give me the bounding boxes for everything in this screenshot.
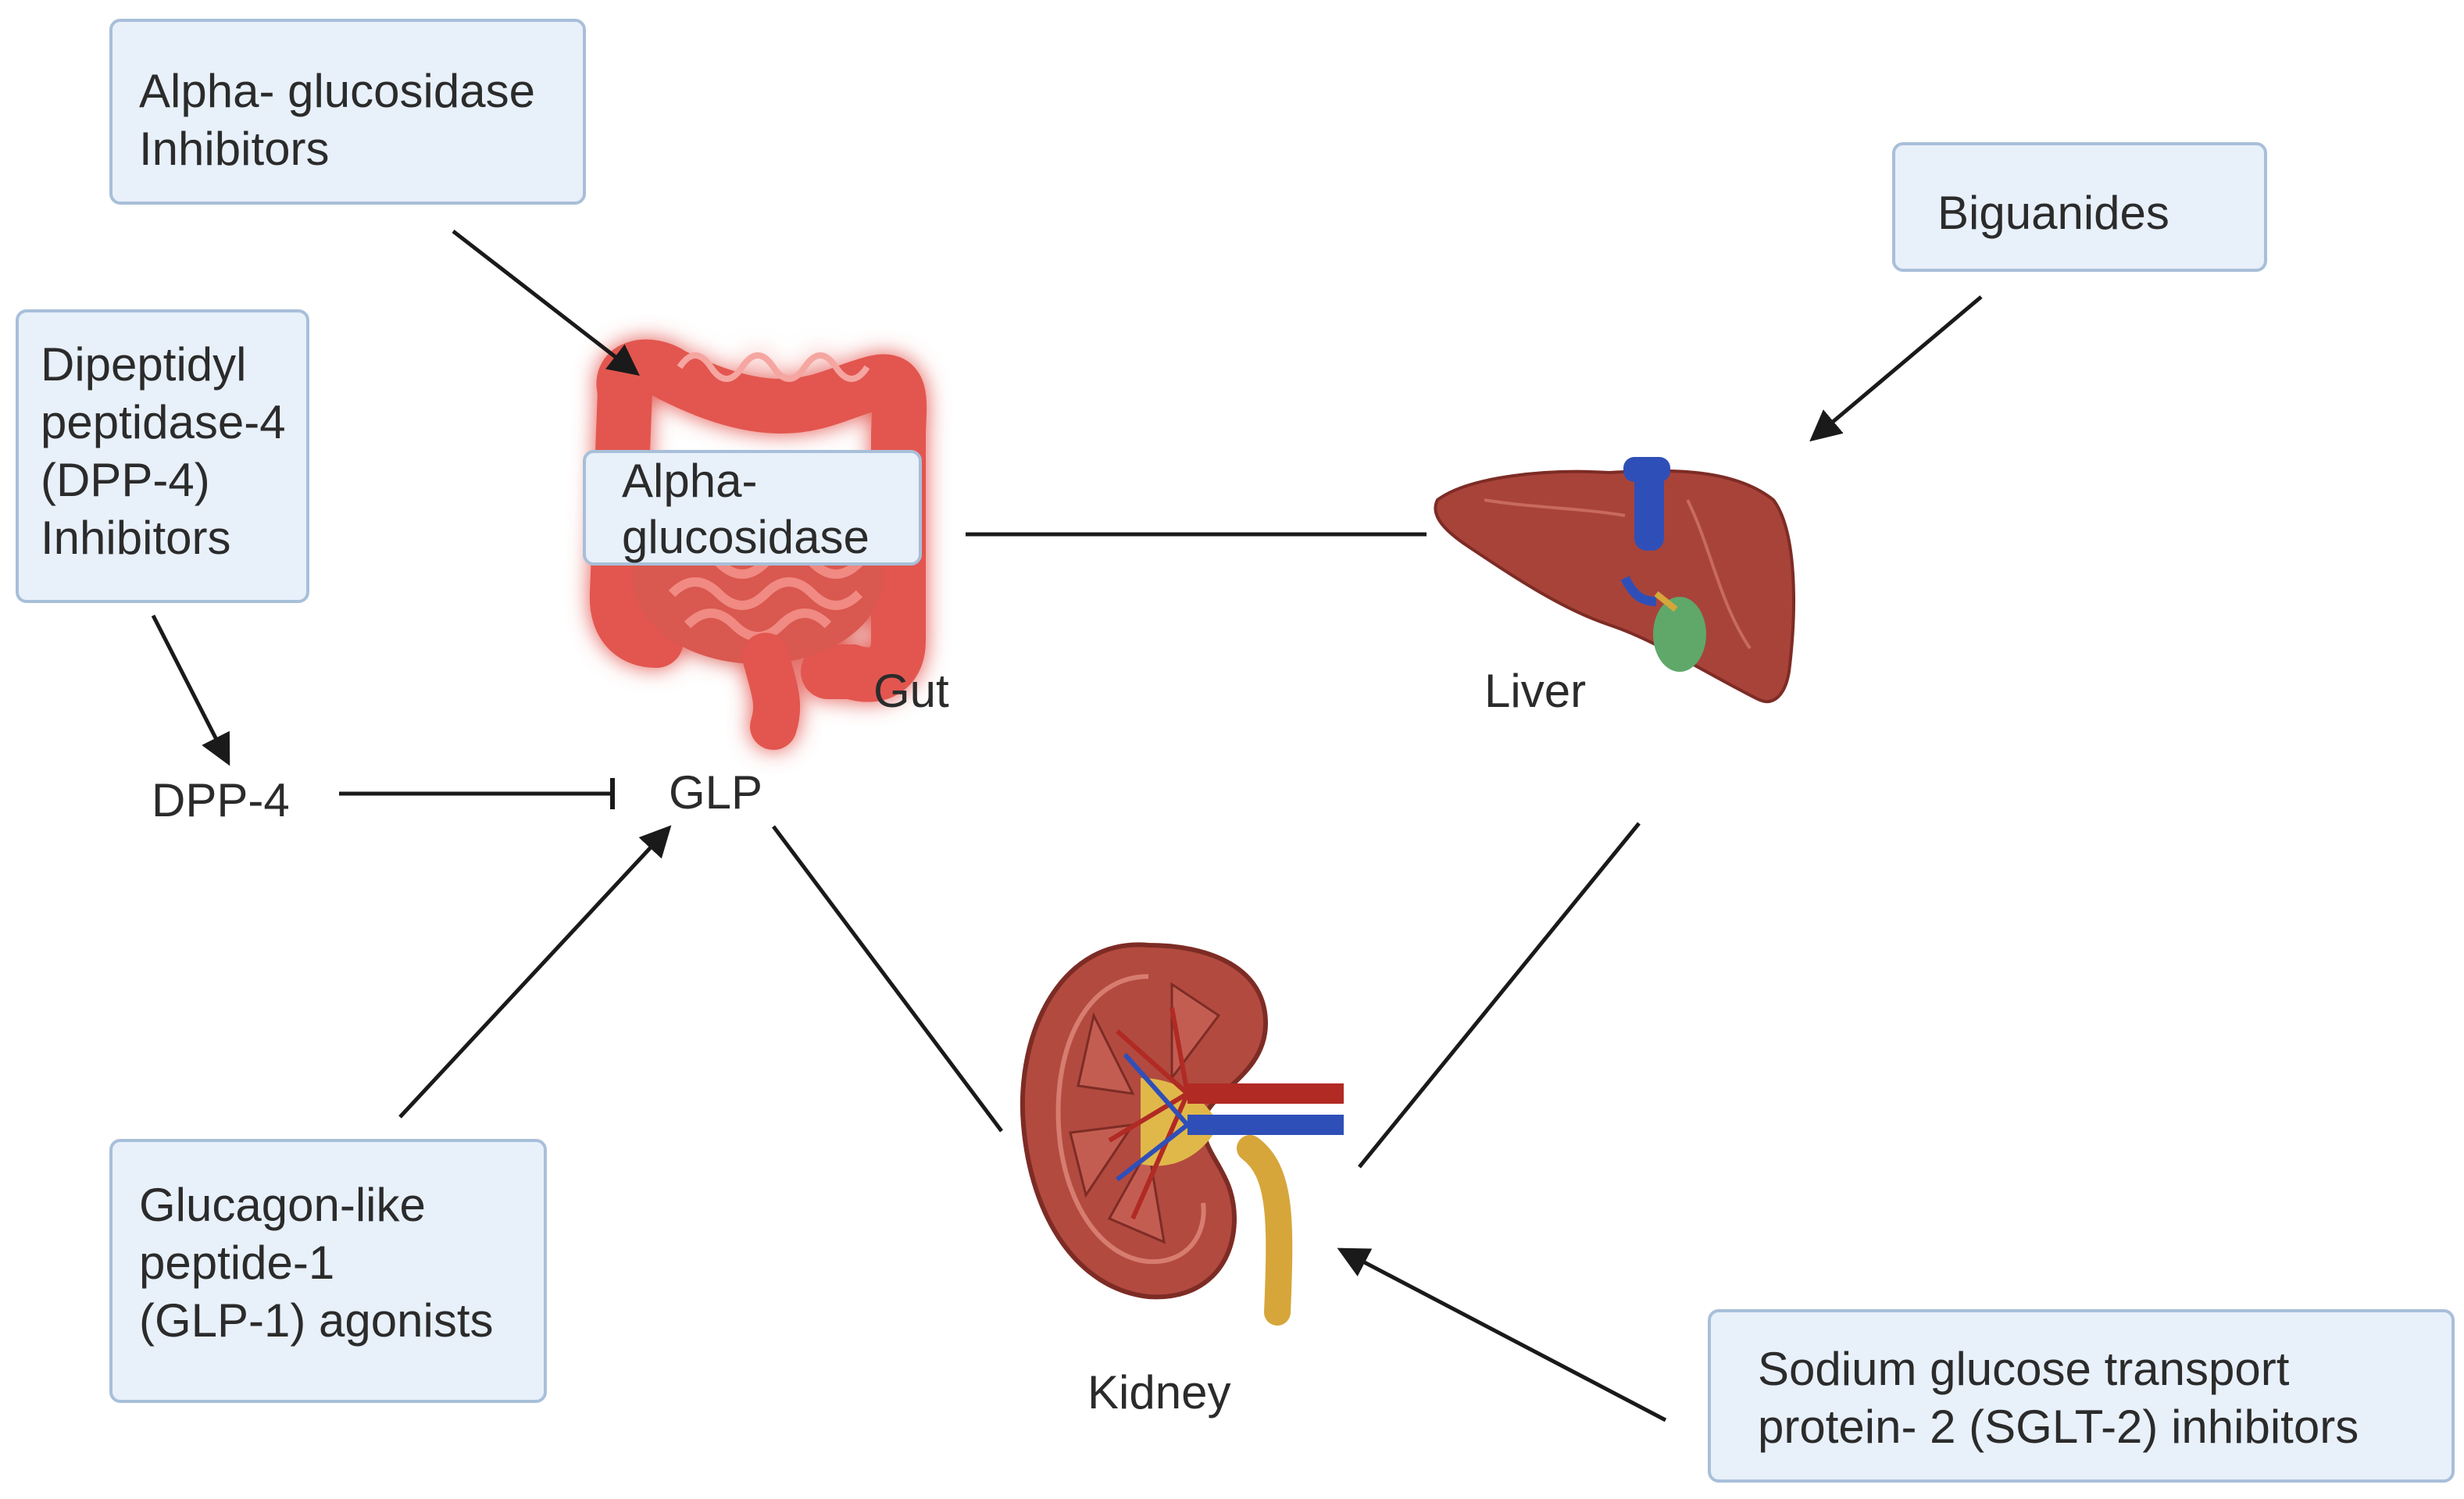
arrow-sglt2-to-kidney — [1337, 1247, 1667, 1422]
glp-label: GLP — [669, 766, 763, 819]
biguanides-box: Biguanides — [1892, 142, 2267, 272]
gut-label: Gut — [873, 665, 949, 717]
arrow-agi-to-gut — [452, 230, 640, 377]
arrow-biguanides-to-liver — [1809, 295, 1983, 442]
arrow-dpp4i-to-dpp4 — [151, 614, 230, 766]
line-glp-kidney — [771, 825, 1004, 1133]
glp1-agonists-box: Glucagon-like peptide-1 (GLP-1) agonists — [109, 1139, 547, 1403]
kidney-label: Kidney — [1087, 1366, 1231, 1419]
alpha-glucosidase-inhibitors-box: Alpha- glucosidase Inhibitors — [109, 19, 586, 205]
alpha-glucosidase-box: Alpha- glucosidase — [583, 450, 922, 566]
kidney-illustration — [1020, 942, 1344, 1326]
line-liver-kidney — [1358, 822, 1641, 1169]
liver-label: Liver — [1484, 665, 1587, 717]
dpp4-label: DPP-4 — [152, 774, 290, 826]
liver-illustration — [1434, 457, 1795, 704]
sglt2-inhibitors-box: Sodium glucose transport protein- 2 (SGL… — [1708, 1309, 2455, 1483]
arrow-glp1-to-glp — [398, 825, 672, 1119]
dpp4-inhibitors-box: Dipeptidyl peptidase-4 (DPP-4) Inhibitor… — [16, 309, 309, 603]
